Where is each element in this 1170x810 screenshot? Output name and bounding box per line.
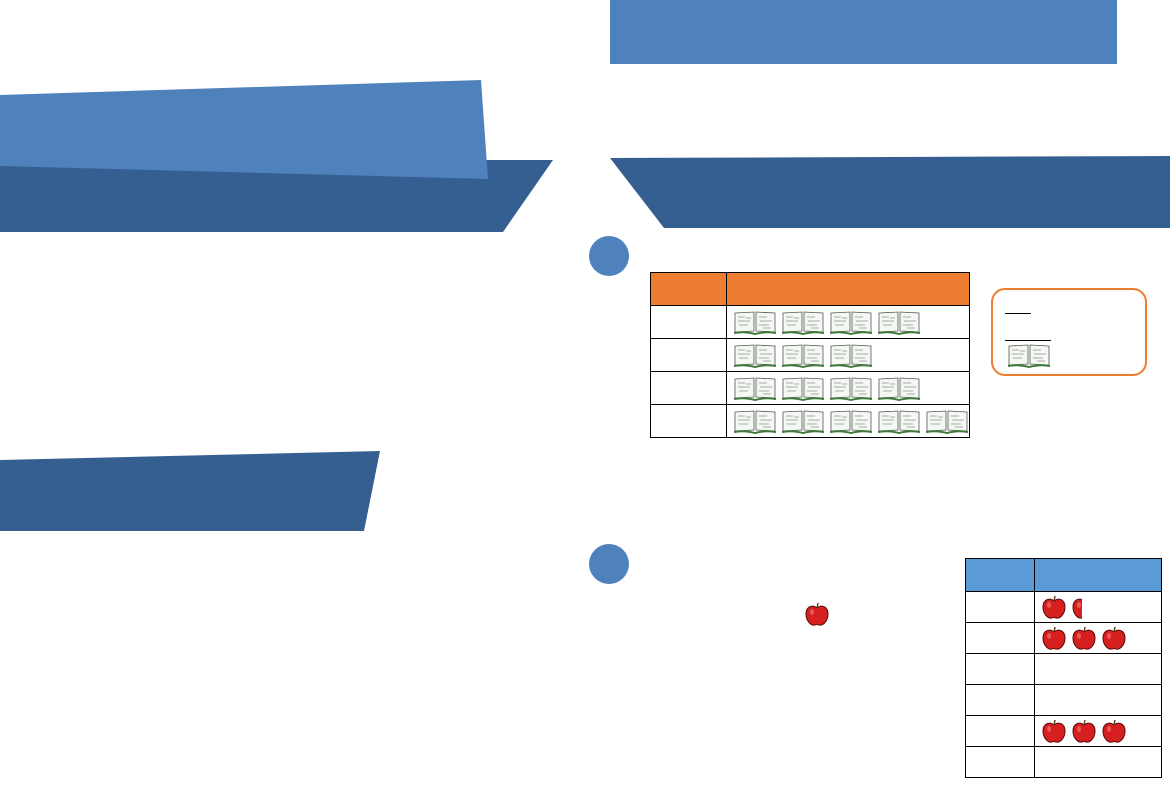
open-book-icon — [781, 410, 825, 434]
row-icons-cell — [1034, 591, 1162, 623]
icon-group — [1035, 625, 1161, 651]
books-pictograph-table — [650, 272, 970, 438]
key-line-top — [1005, 313, 1031, 314]
row-icons-cell — [1034, 684, 1162, 716]
apple-icon — [1072, 626, 1096, 650]
table-row — [650, 404, 970, 438]
table-row — [965, 715, 1162, 747]
right-top-banner — [610, 0, 1117, 64]
row-label-cell — [965, 653, 1035, 685]
icon-group — [1035, 594, 1161, 620]
apple-key-wrap — [804, 601, 830, 627]
row-icons-cell — [726, 338, 970, 372]
question-circle-2 — [589, 544, 629, 584]
apple-icon — [1042, 626, 1066, 650]
open-book-icon — [829, 344, 873, 368]
open-book-icon — [877, 377, 921, 401]
row-label-cell — [650, 305, 727, 339]
apple-icon — [1042, 595, 1066, 619]
row-icons-cell — [726, 404, 970, 438]
left-light-banner — [0, 80, 488, 179]
apples-table-header — [965, 558, 1162, 592]
left-banners — [0, 80, 553, 531]
table-row — [965, 622, 1162, 654]
icon-group — [727, 375, 969, 401]
apple-icon — [1102, 626, 1126, 650]
icon-group — [1035, 718, 1161, 744]
open-book-icon — [877, 410, 921, 434]
right-dark-banner-svg — [610, 156, 1170, 228]
right-dark-banner — [610, 156, 1170, 228]
row-label-cell — [965, 622, 1035, 654]
apple-icon — [1072, 595, 1082, 619]
key-line-bottom — [1005, 340, 1051, 341]
open-book-icon — [733, 377, 777, 401]
left-lower-banner — [0, 451, 380, 531]
apple-icon — [1102, 719, 1126, 743]
books-header-cell-2 — [726, 272, 970, 306]
open-book-icon — [733, 410, 777, 434]
books-table-body — [650, 305, 970, 438]
table-row — [650, 305, 970, 339]
left-dark-banner — [0, 160, 553, 232]
table-row — [650, 338, 970, 372]
apple-icon — [805, 602, 829, 626]
icon-group — [727, 309, 969, 335]
table-row — [965, 591, 1162, 623]
row-icons-cell — [1034, 746, 1162, 778]
row-label-cell — [965, 684, 1035, 716]
open-book-icon — [1007, 344, 1051, 368]
row-label-cell — [650, 338, 727, 372]
table-row — [650, 371, 970, 405]
books-table-header — [650, 272, 970, 306]
open-book-icon — [829, 311, 873, 335]
table-row — [965, 746, 1162, 778]
apple-icon — [1072, 719, 1096, 743]
open-book-icon — [877, 311, 921, 335]
row-label-cell — [650, 371, 727, 405]
apples-header-cell-2 — [1034, 558, 1162, 592]
open-book-icon — [733, 344, 777, 368]
table-row — [965, 684, 1162, 716]
question-circle-1 — [589, 236, 629, 276]
row-icons-cell — [726, 305, 970, 339]
open-book-icon — [781, 344, 825, 368]
icon-group — [727, 342, 969, 368]
open-book-icon — [733, 311, 777, 335]
open-book-icon — [829, 377, 873, 401]
apples-table-body — [965, 591, 1162, 778]
open-book-icon — [829, 410, 873, 434]
open-book-icon — [781, 377, 825, 401]
apples-pictograph-table — [965, 558, 1162, 778]
books-header-cell-1 — [650, 272, 727, 306]
key-book-wrap — [1007, 342, 1051, 368]
pictograph-key-box — [991, 288, 1147, 376]
row-label-cell — [965, 746, 1035, 778]
row-icons-cell — [1034, 715, 1162, 747]
apples-header-cell-1 — [965, 558, 1035, 592]
row-icons-cell — [1034, 653, 1162, 685]
icon-group — [727, 408, 969, 434]
row-label-cell — [965, 591, 1035, 623]
apple-icon — [1042, 719, 1066, 743]
row-label-cell — [650, 404, 727, 438]
row-label-cell — [965, 715, 1035, 747]
row-icons-cell — [1034, 622, 1162, 654]
open-book-icon — [925, 410, 969, 434]
open-book-icon — [781, 311, 825, 335]
row-icons-cell — [726, 371, 970, 405]
table-row — [965, 653, 1162, 685]
